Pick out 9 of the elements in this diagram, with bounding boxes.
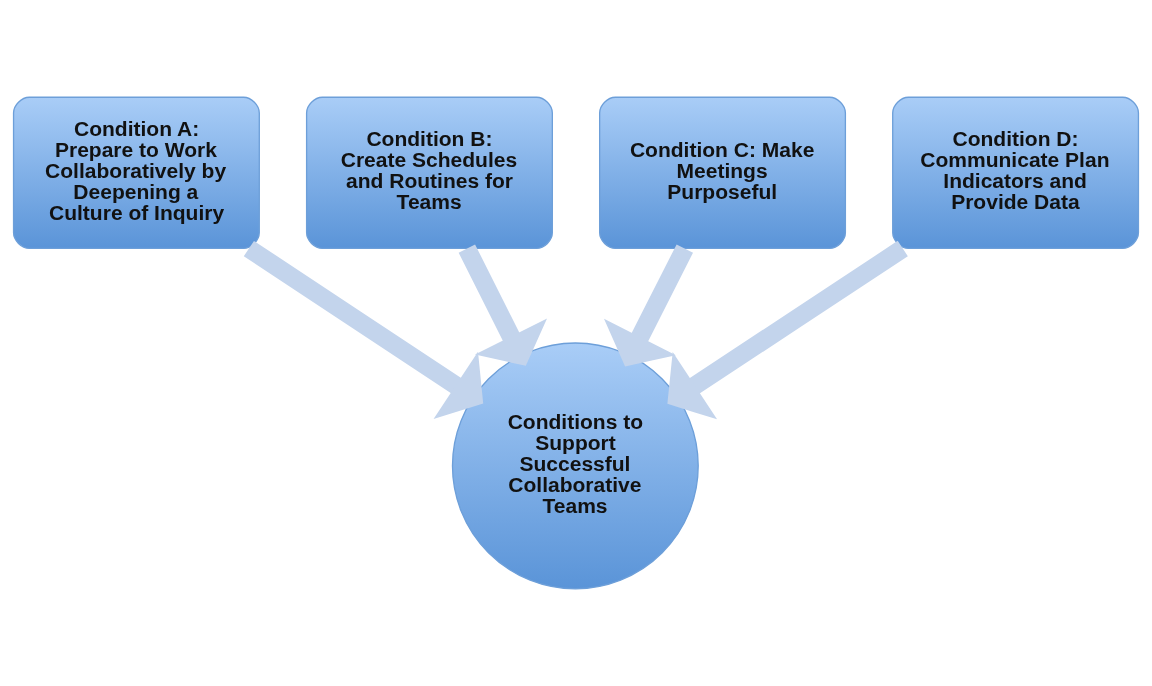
arrow xyxy=(667,240,908,420)
node-box: Condition A: Prepare to Work Collaboratively by Deepening a Culture of Inquiry xyxy=(12,96,260,250)
node-box: Condition B: Create Schedules and Routines for Teams xyxy=(305,96,553,250)
arrow xyxy=(243,240,484,420)
node-circle: Conditions to Support Successful Collaborative Teams xyxy=(451,342,699,590)
node-box: Condition C: Make Meetings Purposeful xyxy=(599,96,847,250)
arrow xyxy=(604,244,694,367)
arrow xyxy=(458,244,548,366)
node-box: Condition D: Communicate Plan Indicators and Provide Data xyxy=(892,96,1140,250)
